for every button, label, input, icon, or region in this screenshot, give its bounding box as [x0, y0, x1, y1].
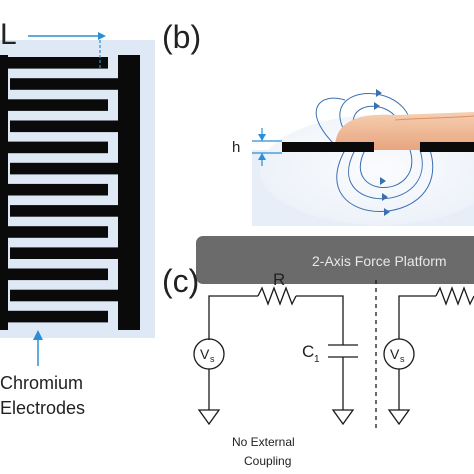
source-label-right: V: [390, 346, 400, 362]
electrode-bus-left: [0, 55, 8, 330]
electrode-fingers: [0, 55, 118, 330]
electrode-finger: [0, 99, 108, 111]
panel-b: (b) h: [162, 19, 474, 284]
panel-c: [193, 280, 474, 430]
electrode-finger: [0, 226, 108, 238]
wire-left-top: [208, 295, 258, 340]
caption-line1: No External: [232, 435, 295, 449]
h-label: h: [232, 139, 240, 156]
panel-label-b: (b): [162, 19, 201, 55]
electrode-left: [282, 142, 374, 152]
wire-right-source-top: [398, 295, 436, 339]
electrode-finger: [10, 205, 118, 217]
panel-c-labels: (c) R C 1 V s V s No External Coupling: [162, 263, 405, 468]
electrode-finger: [0, 268, 108, 281]
field-arrowheads: [374, 89, 390, 216]
panel-a: L Chromium Electrodes: [0, 18, 155, 418]
resistor-right: [435, 286, 474, 306]
electrode-finger: [0, 310, 108, 323]
electrode-finger: [10, 247, 118, 259]
force-platform: [196, 236, 474, 284]
capacitor-label: C: [302, 342, 314, 361]
ground-cap: [331, 409, 355, 426]
caption-line2: Coupling: [244, 454, 291, 468]
callout-arrowhead: [33, 330, 43, 340]
source-label-left: V: [200, 346, 210, 362]
electrode-finger: [10, 289, 118, 302]
caption-line2: Electrodes: [0, 398, 85, 418]
electrode-bus-right: [118, 55, 140, 330]
source-sub-right: s: [400, 354, 405, 364]
dimension-arrowhead: [98, 32, 106, 40]
finger: [335, 112, 474, 150]
resistor-r: [257, 286, 297, 306]
electrode-right: [420, 142, 474, 152]
electrode-finger: [10, 120, 118, 133]
caption-line1: Chromium: [0, 373, 83, 393]
electrode-finger: [0, 183, 108, 196]
wire-right-top: [296, 295, 344, 345]
electrode-finger: [10, 162, 118, 175]
dimension-label: L: [0, 18, 17, 51]
electrode-finger: [0, 57, 108, 69]
electrode-finger: [10, 78, 118, 90]
platform-label: 2-Axis Force Platform: [312, 253, 447, 269]
ground-source-right: [387, 409, 411, 426]
source-sub-left: s: [210, 354, 215, 364]
resistor-label: R: [273, 270, 285, 289]
h-arrowhead-top: [258, 134, 266, 141]
h-arrowhead-bottom: [258, 153, 266, 160]
electrode-finger: [0, 141, 108, 154]
panel-label-c: (c): [162, 263, 199, 299]
ground-source-left: [197, 409, 221, 426]
finger-crease: [394, 115, 474, 121]
capacitor-subscript: 1: [314, 354, 320, 365]
